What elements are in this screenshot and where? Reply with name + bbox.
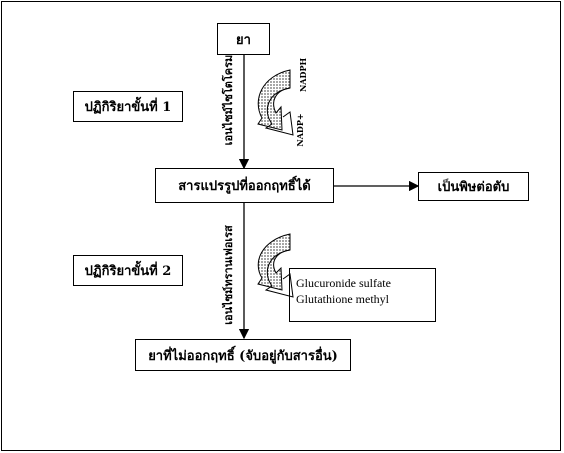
phase2-enzyme-label: เอนไซม์ทรานเฟอเรส xyxy=(222,225,235,325)
phase2-box: ปฏิกิริยาขั้นที่ 2 xyxy=(73,255,183,286)
metabolite-label: สารแปรรูปที่ออกฤทธิ์ได้ xyxy=(178,179,311,194)
inactive-label: ยาที่ไม่ออกฤทธิ์ (จับอยู่กับสารอื่น) xyxy=(148,348,338,364)
inactive-box: ยาที่ไม่ออกฤทธิ์ (จับอยู่กับสารอื่น) xyxy=(135,339,351,371)
phase1-label: ปฏิกิริยาขั้นที่ 1 xyxy=(84,100,172,115)
phase1-box: ปฏิกิริยาขั้นที่ 1 xyxy=(73,91,183,122)
nadph-label: NADPH xyxy=(298,57,308,93)
curved-arrow-phase1 xyxy=(257,69,294,136)
toxic-box: เป็นพิษต่อตับ xyxy=(418,172,529,201)
curved-arrow-phase2 xyxy=(257,233,294,298)
conjugates-box: Glucuronide sulfate Glutathione methyl xyxy=(289,268,436,322)
conjugate-item: Glutathione methyl xyxy=(296,292,389,306)
phase2-label: ปฏิกิริยาขั้นที่ 2 xyxy=(84,264,172,279)
nadp-label: NADP+ xyxy=(295,113,305,147)
drug-box: ยา xyxy=(217,23,270,55)
phase1-enzyme-label: เอนไซม์ไซโตโครม xyxy=(222,54,235,146)
drug-label: ยา xyxy=(236,32,251,48)
metabolite-box: สารแปรรูปที่ออกฤทธิ์ได้ xyxy=(155,168,334,203)
toxic-label: เป็นพิษต่อตับ xyxy=(437,180,510,195)
conjugate-item: Glucuronide sulfate xyxy=(296,276,391,290)
